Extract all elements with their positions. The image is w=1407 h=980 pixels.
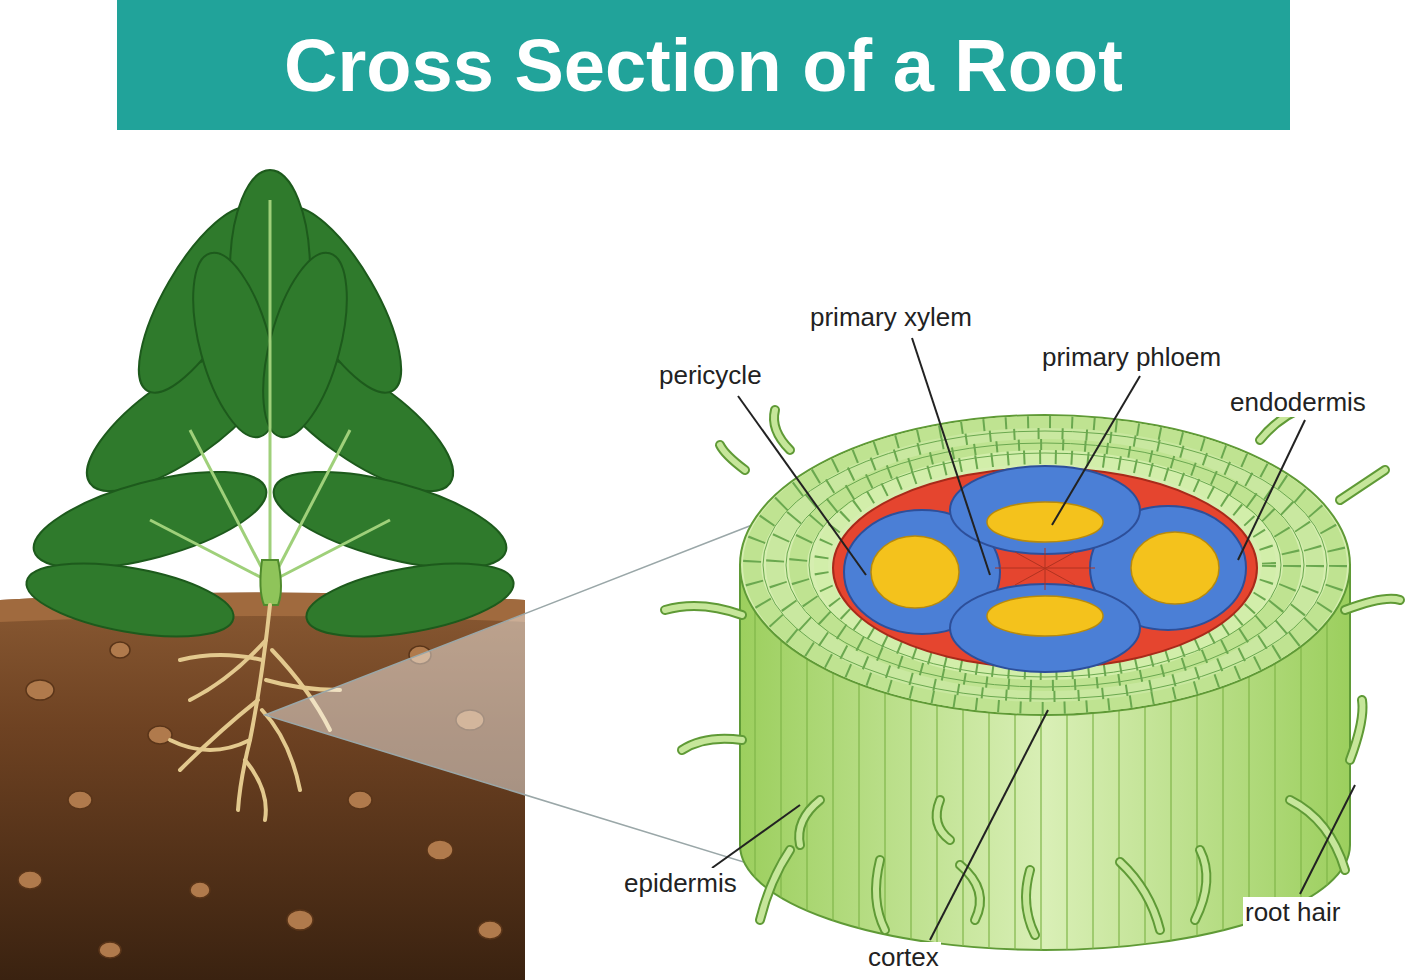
- part-label: primary xylem: [808, 302, 974, 332]
- part-label: cortex: [866, 942, 941, 972]
- part-label: root hair: [1243, 897, 1342, 927]
- part-label: endodermis: [1228, 387, 1368, 417]
- root-cross-section: [665, 405, 1400, 950]
- part-label: epidermis: [622, 868, 739, 898]
- leader-lines: [712, 338, 1355, 940]
- part-label: primary phloem: [1040, 342, 1223, 372]
- title-text: Cross Section of a Root: [284, 23, 1123, 108]
- part-label: pericycle: [657, 360, 764, 390]
- title-band: Cross Section of a Root: [117, 0, 1290, 130]
